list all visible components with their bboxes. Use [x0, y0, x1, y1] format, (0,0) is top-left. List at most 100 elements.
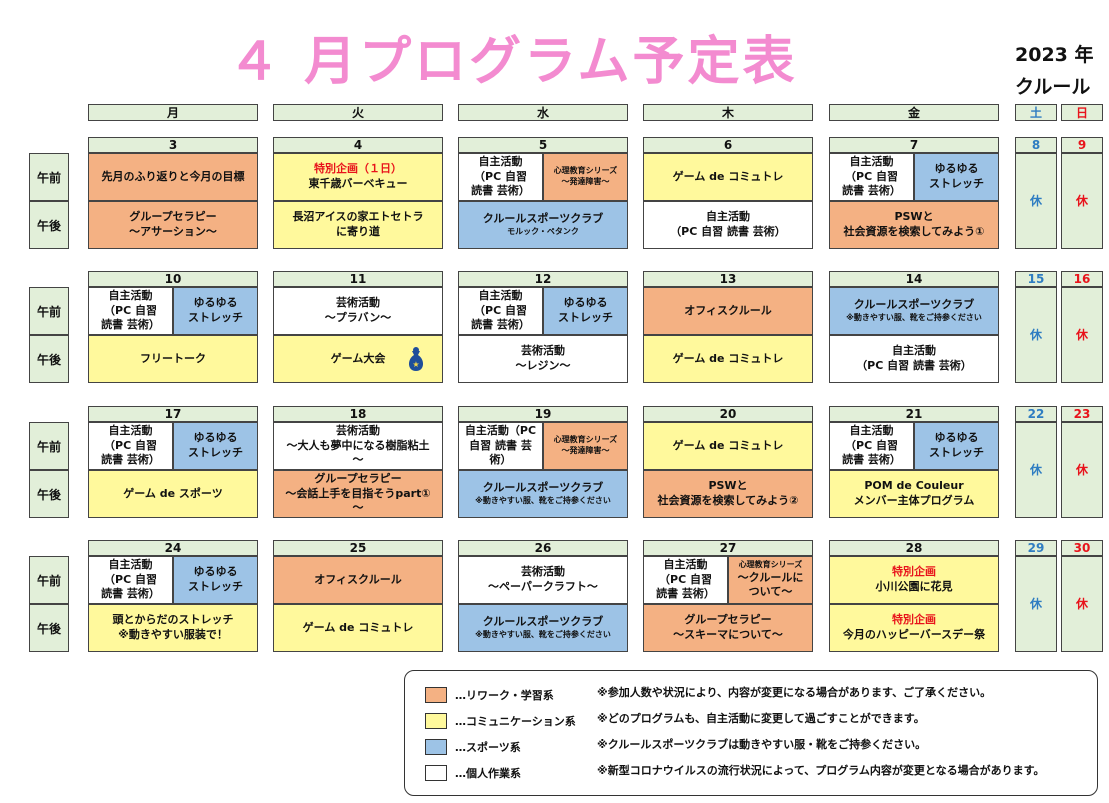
sunday-holiday: 休: [1061, 287, 1103, 383]
program-text: 自主活動（PC: [464, 423, 537, 437]
program-cell-am-left: 自主活動（PC 自習読書 芸術）: [88, 422, 173, 470]
program-text: （PC 自習: [474, 169, 527, 183]
program-text: ※動きやすい服、靴をご持参ください: [475, 496, 611, 506]
program-cell-pm: PSWと社会資源を検索してみよう②: [643, 470, 813, 518]
program-text: （PC 自習: [104, 438, 157, 452]
holiday-text: 休: [1029, 327, 1042, 342]
organization-name: クルール: [1015, 76, 1091, 98]
program-cell-am-right: 心理教育シリーズ～クルールについて～: [728, 556, 813, 604]
program-cell-am-left: 自主活動（PC 自習読書 芸術）: [829, 153, 914, 201]
saturday-holiday: 休: [1015, 287, 1057, 383]
program-text: ゲーム de スポーツ: [123, 486, 223, 500]
program-cell-am: クルールスポーツクラブ※動きやすい服、靴をご持参ください: [829, 287, 999, 335]
program-cell-pm: グループセラピー～スキーマについて～: [643, 604, 813, 652]
program-text: フリートーク: [140, 351, 206, 365]
date-header: 8: [1015, 137, 1057, 153]
legend-note: ※新型コロナウイルスの流行状況によって、プログラム内容が変更となる場合があります…: [597, 764, 1045, 777]
program-text: POM de Couleur: [864, 479, 964, 493]
date-header: 14: [829, 271, 999, 287]
program-cell-am-left: 自主活動（PC 自習読書 芸術）: [829, 422, 914, 470]
program-text: ストレッチ: [188, 580, 243, 593]
program-cell-am-right: 心理教育シリーズ～発達障害～: [543, 422, 628, 470]
program-text: 心理教育シリーズ: [553, 435, 618, 445]
date-header: 28: [829, 540, 999, 556]
program-text: クルールスポーツクラブ: [853, 298, 975, 312]
program-text: ゆるゆる: [193, 296, 238, 310]
program-text: （PC 自習: [659, 572, 712, 586]
program-text: 東千歳バーベキュー: [308, 177, 408, 190]
legend-item: …リワーク・学習系: [425, 687, 554, 703]
date-header: 5: [458, 137, 628, 153]
program-text: 自習 読書 芸: [469, 438, 532, 452]
program-text: ～ペーパークラフト～: [488, 580, 598, 593]
program-cell-pm: PSWと社会資源を検索してみよう①: [829, 201, 999, 249]
program-cell-am-right: ゆるゆるストレッチ: [914, 153, 999, 201]
date-header: 11: [273, 271, 443, 287]
program-text: 芸術活動: [521, 344, 565, 358]
program-text: ゲーム de コミュトレ: [672, 438, 784, 452]
date-header: 9: [1061, 137, 1103, 153]
program-text: ※動きやすい服装で！: [118, 628, 228, 641]
date-header: 29: [1015, 540, 1057, 556]
program-cell-am-right: ゆるゆるストレッチ: [173, 287, 258, 335]
program-cell-pm: 自主活動（PC 自習 読書 芸術）: [829, 335, 999, 383]
program-text: オフィスクルール: [314, 572, 402, 586]
program-text: 読書 芸術）: [656, 587, 715, 601]
legend-label: …コミュニケーション系: [455, 715, 576, 728]
program-text: グループセラピー: [314, 471, 402, 485]
legend-label: …リワーク・学習系: [455, 689, 554, 702]
program-cell-am: 特別企画（１日）東千歳バーベキュー: [273, 153, 443, 201]
program-text: モルック・ペタンク: [507, 227, 579, 237]
date-header: 22: [1015, 406, 1057, 422]
sunday-holiday: 休: [1061, 153, 1103, 249]
program-cell-am: 芸術活動～ペーパークラフト～: [458, 556, 628, 604]
period-label-pm: 午後: [29, 470, 69, 518]
legend-item: …個人作業系: [425, 765, 521, 781]
program-text: （PC 自習: [845, 169, 898, 183]
program-text: ゲーム大会: [330, 351, 386, 365]
program-cell-pm: 特別企画今月のハッピーバースデー祭: [829, 604, 999, 652]
program-text: ～クルールに: [737, 570, 804, 584]
program-text: ～発達障害～: [561, 177, 610, 186]
program-text: PSWと: [708, 479, 748, 493]
weekday-header: 木: [643, 104, 813, 121]
program-text: 心理教育シリーズ: [738, 559, 803, 569]
program-cell-am-left: 自主活動（PC 自習読書 芸術）: [88, 287, 173, 335]
program-cell-am: 先月のふり返りと今月の目標: [88, 153, 258, 201]
program-cell-pm: 頭とからだのストレッチ※動きやすい服装で！: [88, 604, 258, 652]
legend-swatch: [425, 765, 447, 781]
program-text: 特別企画: [892, 613, 936, 627]
program-cell-am: 芸術活動～プラバン～: [273, 287, 443, 335]
holiday-text: 休: [1075, 193, 1088, 208]
program-text: 芸術活動: [521, 565, 565, 579]
holiday-text: 休: [1075, 462, 1088, 477]
program-cell-pm: フリートーク: [88, 335, 258, 383]
holiday-text: 休: [1029, 193, 1042, 208]
program-text: オフィスクルール: [684, 303, 772, 317]
date-header: 3: [88, 137, 258, 153]
program-text: 社会資源を検索してみよう①: [843, 225, 985, 238]
weekday-header: 月: [88, 104, 258, 121]
weekday-header: 土: [1015, 104, 1057, 121]
date-header: 7: [829, 137, 999, 153]
date-header: 26: [458, 540, 628, 556]
program-text: 先月のふり返りと今月の目標: [101, 169, 245, 183]
sunday-holiday: 休: [1061, 422, 1103, 518]
program-cell-am-left: 自主活動（PC 自習読書 芸術）: [88, 556, 173, 604]
holiday-text: 休: [1029, 462, 1042, 477]
program-cell-am-left: 自主活動（PC 自習読書 芸術）: [458, 287, 543, 335]
date-header: 15: [1015, 271, 1057, 287]
legend-item: …スポーツ系: [425, 739, 521, 755]
program-cell-am-right: 心理教育シリーズ～発達障害～: [543, 153, 628, 201]
program-text: 小川公園に花見: [875, 580, 953, 593]
legend-item: …コミュニケーション系: [425, 713, 576, 729]
program-text: 自主活動: [108, 423, 153, 437]
date-header: 30: [1061, 540, 1103, 556]
program-text: 社会資源を検索してみよう②: [657, 494, 799, 507]
program-text: 自主活動: [663, 557, 708, 571]
program-text: ゆるゆる: [563, 296, 608, 310]
program-text: ストレッチ: [188, 446, 243, 459]
program-cell-pm: 長沼アイスの家エトセトラに寄り道: [273, 201, 443, 249]
holiday-text: 休: [1029, 596, 1042, 611]
